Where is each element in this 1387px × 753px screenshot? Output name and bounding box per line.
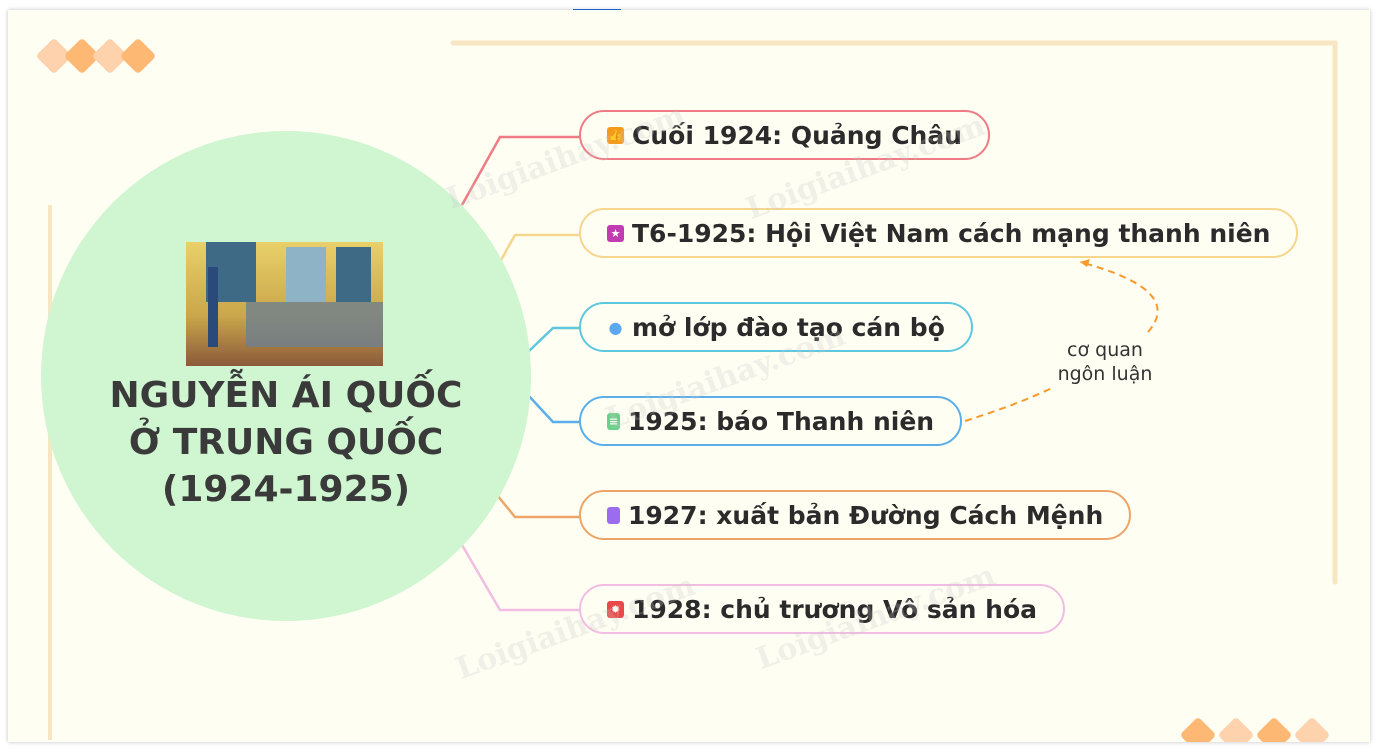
- topic-label: 1928: chủ trương Vô sản hóa: [632, 594, 1038, 624]
- connector-3: [527, 326, 580, 353]
- relationship-line: [1079, 261, 1159, 333]
- label-line: ngôn luận: [1057, 363, 1153, 385]
- connector-5: [496, 494, 580, 519]
- book-icon: [607, 506, 620, 524]
- topic-label: 1927: xuất bản Đường Cách Mệnh: [628, 500, 1104, 530]
- central-topic[interactable]: [41, 131, 531, 621]
- connector-2: [498, 233, 580, 263]
- fire-icon: ✹: [607, 600, 624, 618]
- topic-label: 1925: báo Thanh niên: [628, 406, 935, 436]
- connector-1: [460, 135, 580, 206]
- topic-bao-thanh-nien[interactable]: ≡ 1925: báo Thanh niên: [579, 396, 963, 446]
- topic-label: mở lớp đào tạo cán bộ: [632, 312, 945, 342]
- central-image: [186, 242, 383, 366]
- central-title: NGUYỄN ÁI QUỐC Ở TRUNG QUỐC (1924-1925): [41, 372, 531, 513]
- relationship-label[interactable]: cơ quan ngôn luận: [1050, 338, 1160, 386]
- arrowhead-icon: [1080, 259, 1090, 267]
- person-icon: ●: [608, 317, 623, 337]
- topic-quang-chau[interactable]: 👍 Cuối 1924: Quảng Châu: [579, 110, 991, 160]
- title-line: (1924-1925): [161, 469, 411, 510]
- label-line: cơ quan: [1067, 339, 1143, 361]
- notebook-icon: ≡: [607, 412, 620, 430]
- topic-hoi-vnccmtn[interactable]: ★ T6-1925: Hội Việt Nam cách mạng thanh n…: [579, 208, 1299, 258]
- connector-4: [527, 394, 580, 424]
- title-line: NGUYỄN ÁI QUỐC: [109, 375, 463, 416]
- thumbs-up-icon: 👍: [607, 126, 624, 144]
- topic-label: Cuối 1924: Quảng Châu: [632, 120, 963, 150]
- star-icon: ★: [607, 224, 624, 242]
- topic-vo-san-hoa[interactable]: ✹ 1928: chủ trương Vô sản hóa: [579, 584, 1066, 634]
- connector-6: [460, 544, 580, 612]
- topic-lop-dao-tao[interactable]: ● mở lớp đào tạo cán bộ: [579, 302, 973, 352]
- title-line: Ở TRUNG QUỐC: [128, 422, 444, 463]
- topic-duong-cach-menh[interactable]: 1927: xuất bản Đường Cách Mệnh: [579, 490, 1132, 540]
- topic-label: T6-1925: Hội Việt Nam cách mạng thanh ni…: [632, 218, 1271, 248]
